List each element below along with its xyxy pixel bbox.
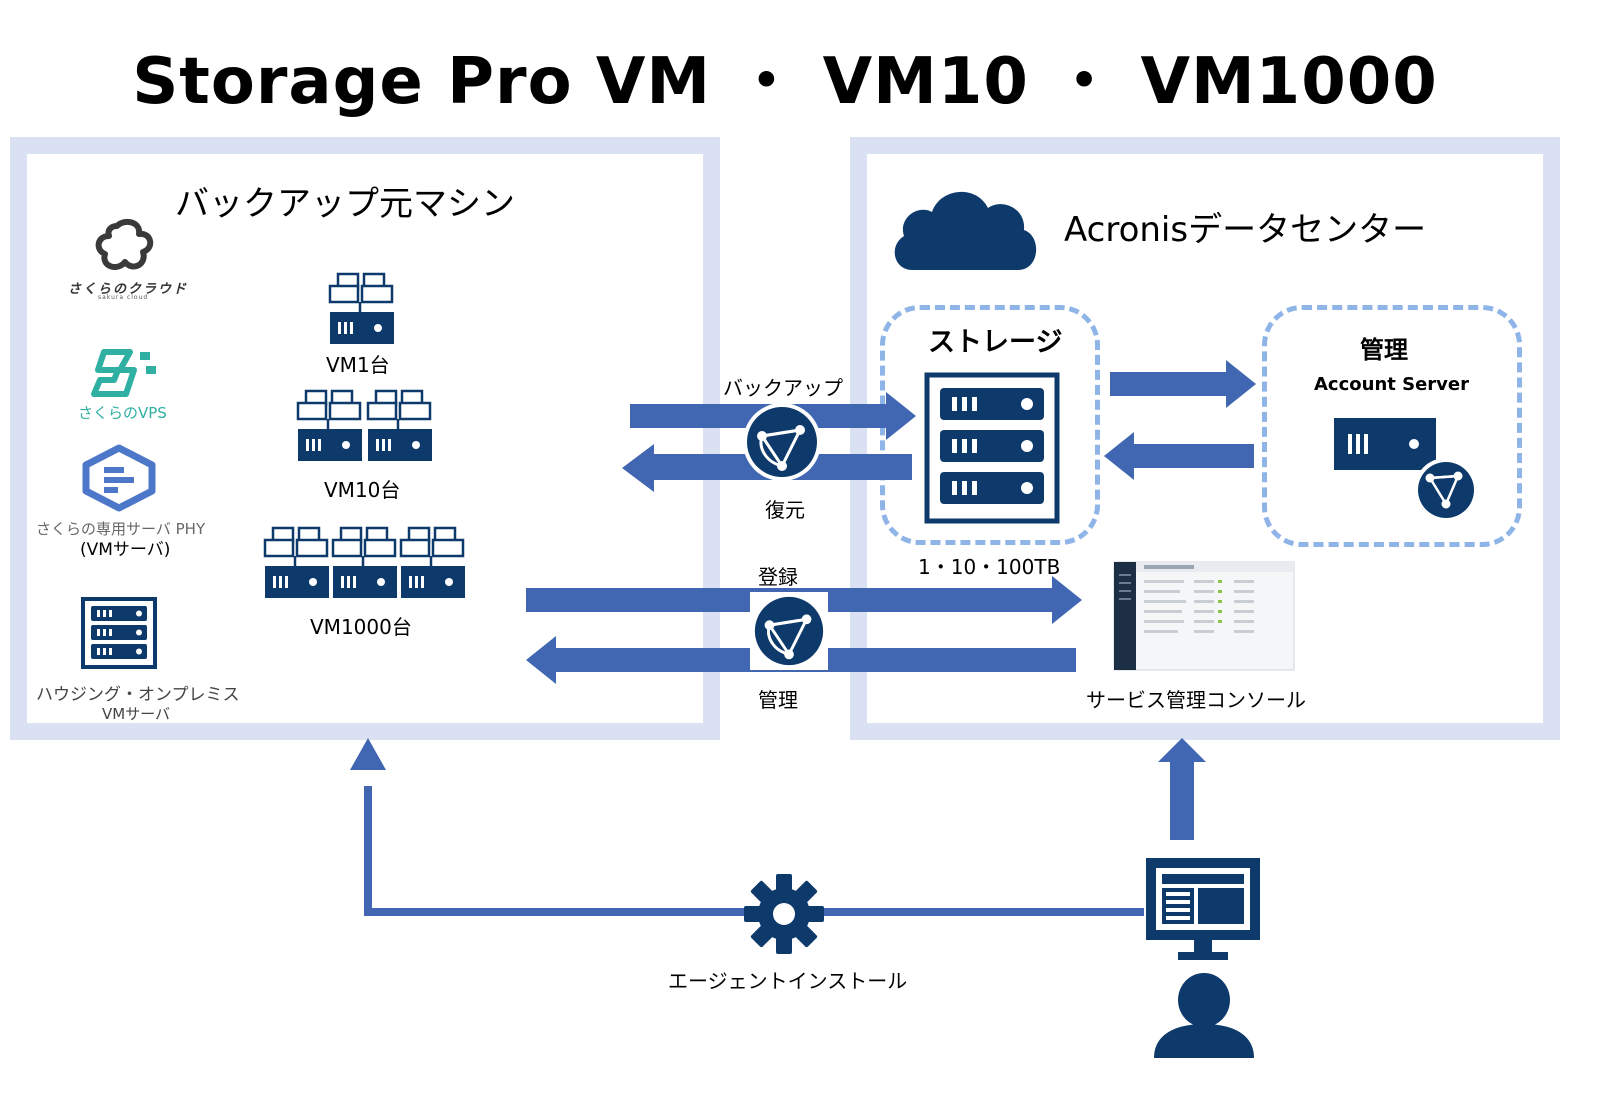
storage-title: ストレージ (928, 327, 1063, 358)
vm1000-server-icon (263, 526, 465, 598)
backup-network-globe-icon (743, 403, 821, 481)
vm10-label: VM10台 (324, 478, 401, 502)
account-server-label: Account Server (1314, 374, 1470, 395)
admin-monitor-icon (1146, 858, 1260, 960)
backup-label: バックアップ (723, 376, 843, 400)
manage-label: 管理 (758, 688, 798, 712)
storage-server-icon (924, 372, 1060, 524)
cloud-icon (894, 191, 1037, 270)
sakura-vps-icon (91, 349, 156, 397)
vm1000-label: VM1000台 (310, 615, 412, 639)
register-label: 登録 (758, 565, 798, 589)
agent-install-label: エージェントインストール (668, 969, 908, 993)
sakura-cloud-sublabel: sakura cloud (98, 294, 149, 301)
management-box (1262, 305, 1522, 547)
vm10-server-icon (296, 389, 432, 461)
register-network-globe-icon (754, 596, 824, 666)
sakura-cloud-icon (95, 218, 154, 271)
agent-install-connector (350, 738, 1206, 916)
storage-to-management-arrow (1110, 360, 1256, 408)
sakura-vps-label: さくらのVPS (78, 404, 167, 422)
management-console-screenshot (1113, 561, 1295, 671)
restore-label: 復元 (765, 498, 805, 522)
management-to-storage-arrow (1104, 432, 1254, 480)
dedicated-server-icon (82, 444, 156, 512)
vm1-server-icon (328, 272, 394, 344)
dedicated-server-sublabel: (VMサーバ) (80, 540, 171, 560)
housing-label: ハウジング・オンプレミス (36, 685, 240, 705)
page-title: Storage Pro VM ・ VM10 ・ VM1000 (132, 45, 1438, 119)
account-server-icon (1334, 418, 1478, 522)
dedicated-server-label: さくらの専用サーバ PHY (36, 520, 206, 538)
service-console-label: サービス管理コンソール (1086, 688, 1306, 712)
storage-capacity-label: 1・10・100TB (918, 555, 1061, 579)
housing-sublabel: VMサーバ (102, 705, 171, 723)
housing-server-icon (81, 597, 157, 669)
backup-source-title: バックアップ元マシン (175, 184, 515, 224)
gear-icon (744, 874, 824, 954)
management-title: 管理 (1360, 336, 1408, 364)
sakura-cloud-label: さくらのクラウド (68, 282, 189, 297)
vm1-label: VM1台 (326, 353, 390, 377)
user-icon (1154, 973, 1254, 1058)
acronis-datacenter-title: Acronisデータセンター (1064, 210, 1427, 250)
